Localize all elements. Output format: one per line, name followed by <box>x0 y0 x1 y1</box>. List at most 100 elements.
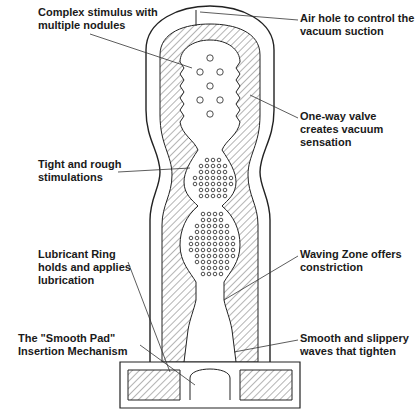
nodule <box>207 236 211 240</box>
nodule <box>211 188 215 192</box>
nodule <box>201 212 205 216</box>
nodule <box>195 236 199 240</box>
nodule <box>195 254 199 258</box>
nodule <box>207 212 211 216</box>
cup-outline <box>146 6 274 398</box>
nodule <box>199 164 203 168</box>
nodule <box>217 176 221 180</box>
nodule <box>193 176 197 180</box>
nodule <box>189 248 193 252</box>
nodule <box>211 158 215 162</box>
nodule <box>219 254 223 258</box>
smooth-pad <box>190 369 230 400</box>
nodule <box>207 111 213 117</box>
nodule <box>229 176 233 180</box>
nodule <box>217 170 221 174</box>
nodule <box>219 248 223 252</box>
nodule <box>189 236 193 240</box>
nodule <box>219 212 223 216</box>
nodule <box>213 212 217 216</box>
callout-label: One-way valve creates vacuum sensation <box>300 110 410 149</box>
nodule <box>219 266 223 270</box>
leader-line <box>200 12 298 20</box>
nodule <box>207 260 211 264</box>
nodule <box>225 266 229 270</box>
leader-lines <box>90 12 298 385</box>
nodule <box>195 242 199 246</box>
nodule <box>217 188 221 192</box>
nodule <box>223 194 227 198</box>
nodule <box>197 69 203 75</box>
nodule <box>213 272 217 276</box>
lubricant-ring <box>128 370 292 400</box>
nodule <box>211 194 215 198</box>
nodule <box>219 260 223 264</box>
nodule <box>207 218 211 222</box>
nodule <box>217 182 221 186</box>
nodule <box>213 230 217 234</box>
nodule <box>199 194 203 198</box>
nodule <box>201 254 205 258</box>
nodule <box>201 218 205 222</box>
nodule <box>207 254 211 258</box>
nodule <box>205 164 209 168</box>
nodule <box>219 218 223 222</box>
nodule <box>201 236 205 240</box>
nodule <box>231 248 235 252</box>
nodule <box>223 182 227 186</box>
nodule <box>207 224 211 228</box>
nodule <box>195 230 199 234</box>
nodule <box>205 182 209 186</box>
nodule <box>207 83 213 89</box>
nodule <box>189 242 193 246</box>
nodule <box>225 230 229 234</box>
nodule <box>225 254 229 258</box>
nodule <box>201 224 205 228</box>
leader-line <box>90 34 192 68</box>
nodule <box>205 194 209 198</box>
nodule <box>193 182 197 186</box>
nodule <box>201 260 205 264</box>
nodule <box>225 236 229 240</box>
nodule <box>225 260 229 264</box>
nodule <box>213 260 217 264</box>
nodule <box>213 254 217 258</box>
callout-label: Waving Zone offers constriction <box>300 248 410 274</box>
nodule <box>201 272 205 276</box>
nodule <box>231 242 235 246</box>
nodule <box>217 97 223 103</box>
nodule <box>225 248 229 252</box>
nodule <box>223 164 227 168</box>
nodule <box>229 182 233 186</box>
inner-sleeve <box>160 24 260 362</box>
air-hole <box>196 10 197 26</box>
callout-label: Smooth and slippery waves that tighten <box>300 332 418 358</box>
nodule <box>201 242 205 246</box>
callout-label: Tight and rough stimulations <box>38 158 138 184</box>
nodule <box>205 188 209 192</box>
leader-line <box>118 168 190 172</box>
nodule <box>213 248 217 252</box>
nodule <box>201 230 205 234</box>
nodule <box>217 164 221 168</box>
nodule <box>217 194 221 198</box>
nodule <box>207 230 211 234</box>
nodule <box>219 236 223 240</box>
leader-line <box>224 256 298 300</box>
nodule <box>217 69 223 75</box>
nodule <box>217 158 221 162</box>
nodule <box>205 176 209 180</box>
base-cap <box>120 362 300 408</box>
inner-channel <box>180 40 240 362</box>
nodule <box>219 224 223 228</box>
nodule <box>225 242 229 246</box>
nodule <box>199 170 203 174</box>
callout-label: Lubricant Ring holds and applies lubrica… <box>38 248 138 287</box>
nodule <box>213 218 217 222</box>
nodule <box>195 224 199 228</box>
nodule <box>195 260 199 264</box>
nodule <box>207 266 211 270</box>
nodule <box>199 188 203 192</box>
nodule <box>223 188 227 192</box>
